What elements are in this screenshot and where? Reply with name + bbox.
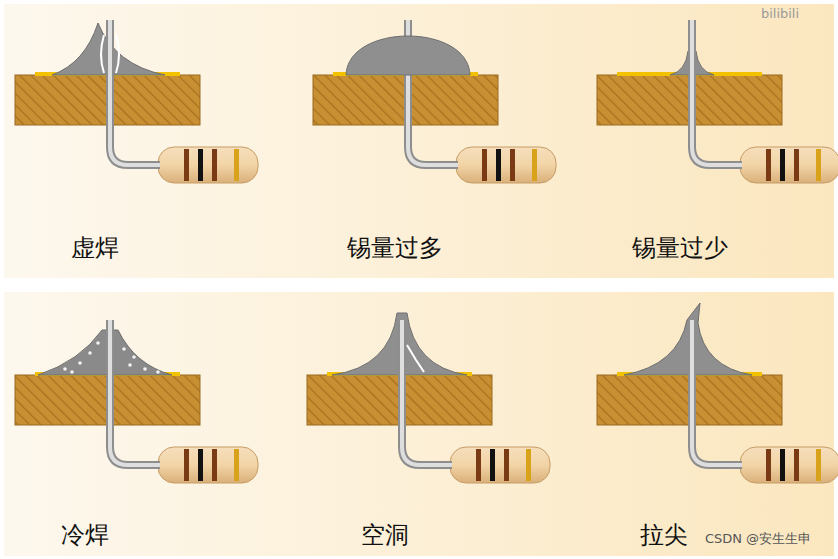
resistor-symbol bbox=[456, 147, 556, 183]
solder-joint-figure bbox=[15, 320, 258, 483]
defect-label: 虚焊 bbox=[71, 232, 119, 264]
watermark: bilibili bbox=[761, 6, 799, 21]
color-band bbox=[212, 449, 217, 481]
resistor-symbol bbox=[450, 447, 550, 483]
void-crack bbox=[407, 345, 424, 372]
component-lead bbox=[692, 20, 742, 165]
grainy-texture bbox=[96, 341, 100, 345]
resistor-symbol bbox=[158, 147, 258, 183]
color-band bbox=[198, 149, 203, 181]
lead-highlight bbox=[692, 320, 742, 465]
color-band bbox=[532, 149, 537, 181]
grainy-texture bbox=[63, 367, 67, 371]
color-band bbox=[766, 449, 771, 481]
color-band bbox=[482, 149, 487, 181]
color-band bbox=[510, 149, 515, 181]
grainy-texture bbox=[132, 355, 136, 359]
color-band bbox=[212, 149, 217, 181]
solder-joint-figure bbox=[15, 20, 258, 183]
solder-joint-figure bbox=[307, 313, 550, 483]
defect-label: 锡量过少 bbox=[632, 232, 728, 264]
resistor-symbol bbox=[740, 447, 838, 483]
color-band bbox=[234, 149, 239, 181]
watermark: CSDN @安生生申 bbox=[705, 530, 811, 548]
lead-highlight bbox=[110, 20, 160, 165]
grainy-texture bbox=[128, 363, 132, 367]
grainy-texture bbox=[143, 367, 147, 371]
color-band bbox=[198, 449, 203, 481]
color-band bbox=[780, 149, 785, 181]
color-band bbox=[816, 149, 821, 181]
lead-highlight bbox=[110, 320, 160, 465]
component-lead bbox=[110, 20, 160, 165]
solder-fillet bbox=[346, 36, 470, 75]
color-band bbox=[766, 149, 771, 181]
color-band bbox=[794, 449, 799, 481]
grainy-texture bbox=[88, 351, 92, 355]
solder-gap bbox=[116, 35, 119, 73]
defect-label: 拉尖 bbox=[640, 519, 688, 551]
lead-highlight bbox=[692, 20, 742, 165]
color-band bbox=[526, 449, 531, 481]
component-lead bbox=[402, 320, 452, 465]
defect-label: 锡量过多 bbox=[347, 232, 443, 264]
grainy-texture bbox=[78, 361, 82, 365]
panel-background bbox=[4, 4, 834, 278]
solder-fillet bbox=[38, 330, 172, 375]
defect-label: 冷焊 bbox=[61, 519, 109, 551]
grainy-texture bbox=[70, 370, 74, 374]
color-band bbox=[184, 149, 189, 181]
grainy-texture bbox=[122, 347, 126, 351]
lead-highlight bbox=[402, 320, 452, 465]
color-band bbox=[496, 149, 501, 181]
solder-joint-figure bbox=[597, 20, 838, 183]
resistor-symbol bbox=[158, 447, 258, 483]
solder-joint-figure bbox=[597, 303, 838, 483]
defect-label: 空洞 bbox=[361, 519, 409, 551]
solder-joint-figure bbox=[313, 20, 556, 183]
color-band bbox=[184, 449, 189, 481]
color-band bbox=[794, 149, 799, 181]
resistor-symbol bbox=[740, 147, 838, 183]
color-band bbox=[816, 449, 821, 481]
panel-background bbox=[4, 292, 834, 556]
component-lead bbox=[692, 320, 742, 465]
color-band bbox=[780, 449, 785, 481]
solder-gap bbox=[101, 35, 104, 73]
component-lead bbox=[110, 320, 160, 465]
color-band bbox=[234, 449, 239, 481]
color-band bbox=[476, 449, 481, 481]
color-band bbox=[490, 449, 495, 481]
color-band bbox=[504, 449, 509, 481]
grainy-texture bbox=[156, 370, 160, 374]
